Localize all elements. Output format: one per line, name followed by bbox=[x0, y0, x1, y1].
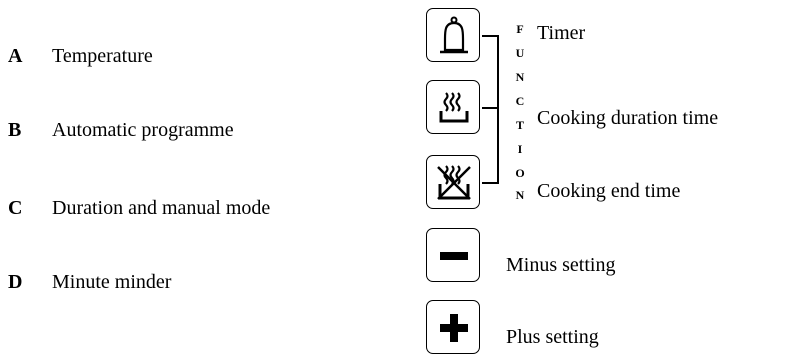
minus-icon bbox=[440, 252, 468, 260]
legend-text: Temperature bbox=[52, 44, 153, 67]
function-bracket-bottom bbox=[482, 182, 498, 184]
legend-item-b: B Automatic programme bbox=[8, 116, 234, 144]
legend-item-c: C Duration and manual mode bbox=[8, 194, 270, 222]
function-letter: F bbox=[516, 22, 524, 36]
cooking-end-button[interactable] bbox=[426, 155, 480, 209]
legend-text: Minute minder bbox=[52, 270, 172, 293]
plus-label: Plus setting bbox=[506, 326, 599, 348]
legend-item-a: A Temperature bbox=[8, 42, 153, 70]
cooking-duration-label: Cooking duration time bbox=[537, 107, 719, 129]
legend-letter: C bbox=[8, 196, 23, 219]
legend-letter: D bbox=[8, 270, 23, 293]
function-bracket-mid bbox=[482, 107, 498, 109]
function-letter: N bbox=[515, 70, 525, 84]
function-letter: I bbox=[517, 142, 523, 156]
timer-label: Timer bbox=[537, 22, 586, 44]
bell-icon bbox=[440, 16, 468, 54]
legend-text: Duration and manual mode bbox=[52, 196, 271, 219]
minus-label: Minus setting bbox=[506, 254, 616, 276]
function-bracket-top bbox=[482, 35, 498, 37]
legend-letter: A bbox=[8, 44, 23, 67]
cooking-end-icon bbox=[437, 165, 471, 200]
minus-button[interactable] bbox=[426, 228, 480, 282]
legend-item-d: D Minute minder bbox=[8, 268, 171, 296]
function-letter: T bbox=[515, 118, 524, 132]
plus-icon bbox=[440, 314, 468, 342]
function-letter: C bbox=[515, 94, 525, 108]
cooking-duration-icon bbox=[439, 92, 469, 123]
timer-button[interactable] bbox=[426, 8, 480, 62]
function-letter: O bbox=[515, 166, 525, 180]
function-letter: U bbox=[515, 46, 525, 60]
legend-letter: B bbox=[8, 118, 22, 141]
plus-button[interactable] bbox=[426, 300, 480, 354]
cooking-end-label: Cooking end time bbox=[537, 180, 681, 202]
legend-text: Automatic programme bbox=[52, 118, 234, 141]
function-letter: N bbox=[515, 188, 525, 202]
cooking-duration-button[interactable] bbox=[426, 80, 480, 134]
function-bracket-vertical bbox=[497, 35, 499, 184]
